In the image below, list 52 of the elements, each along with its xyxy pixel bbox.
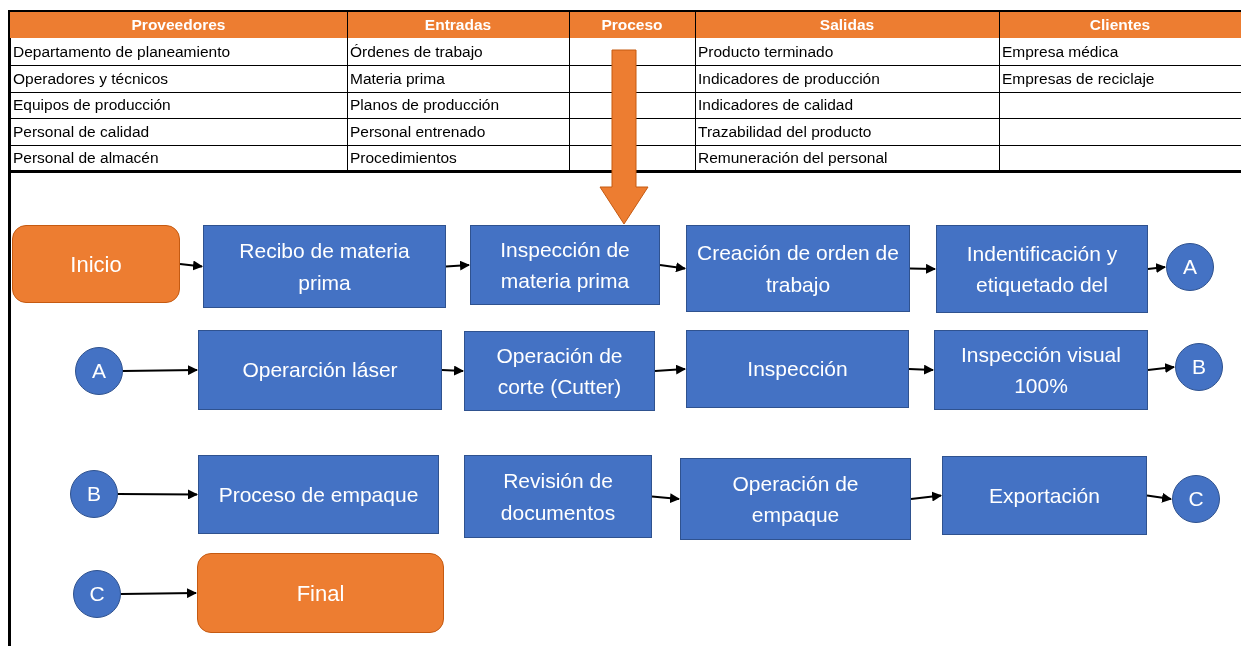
arrow [117, 489, 198, 500]
arrow [651, 493, 680, 504]
process-box: Inspección de materia prima [470, 225, 660, 305]
column-header: Salidas [819, 17, 875, 33]
column-header: Clientes [1089, 17, 1151, 33]
arrow [910, 491, 942, 502]
arrow [445, 260, 470, 271]
column-header: Proveedores [131, 17, 226, 33]
terminal-box: Inicio [12, 225, 180, 303]
table-cell-text: Personal de almacén [13, 150, 159, 166]
process-box: Inspección visual 100% [934, 330, 1148, 410]
table-cell-text: Empresa médica [1002, 43, 1119, 60]
block-arrow [599, 49, 649, 225]
table-cell-text: Operadores y técnicos [13, 70, 169, 87]
column-header: Proceso [601, 17, 663, 33]
arrow [1147, 363, 1175, 373]
table-cell-text: Departamento de planeamiento [13, 43, 231, 60]
process-box: Recibo de materia prima [203, 225, 446, 308]
table-cell-text: Personal entrenado [350, 123, 486, 140]
process-box: Indentificación y etiquetado del [936, 225, 1148, 313]
arrow [908, 364, 934, 375]
arrow [1146, 492, 1172, 503]
table-cell-text: Planos de producción [350, 97, 500, 113]
table-cell-text: Procedimientos [350, 150, 457, 166]
table-cell-text: Remuneración del personal [698, 150, 888, 166]
process-box: Inspección [686, 330, 909, 408]
table-cell-text: Órdenes de trabajo [350, 43, 483, 60]
table-cell-text: Indicadores de producción [698, 70, 880, 87]
arrow [654, 364, 686, 375]
arrow [122, 365, 198, 376]
table-cell-text: Empresas de reciclaje [1002, 70, 1155, 87]
arrow [179, 260, 203, 271]
column-header: Entradas [424, 17, 492, 33]
terminal-box: Final [197, 553, 444, 633]
arrow [909, 263, 936, 274]
arrow [659, 262, 686, 273]
arrow [1147, 263, 1166, 273]
table-cell-text: Trazabilidad del producto [698, 123, 872, 140]
table-cell-text: Indicadores de calidad [698, 97, 854, 113]
table-cell-text: Equipos de producción [13, 97, 171, 113]
process-box: Operación de empaque [680, 458, 911, 540]
arrow [120, 588, 197, 599]
process-box: Revisión de documentos [464, 455, 652, 538]
table-cell-text: Materia prima [350, 70, 445, 87]
table-cell-text: Personal de calidad [13, 123, 150, 140]
process-box: Creación de orden de trabajo [686, 225, 910, 312]
process-box: Operación de corte (Cutter) [464, 331, 655, 411]
process-box: Exportación [942, 456, 1147, 535]
process-box: Operarción láser [198, 330, 442, 410]
arrow [441, 365, 464, 376]
process-box: Proceso de empaque [198, 455, 439, 534]
table-cell-text: Producto terminado [698, 43, 834, 60]
